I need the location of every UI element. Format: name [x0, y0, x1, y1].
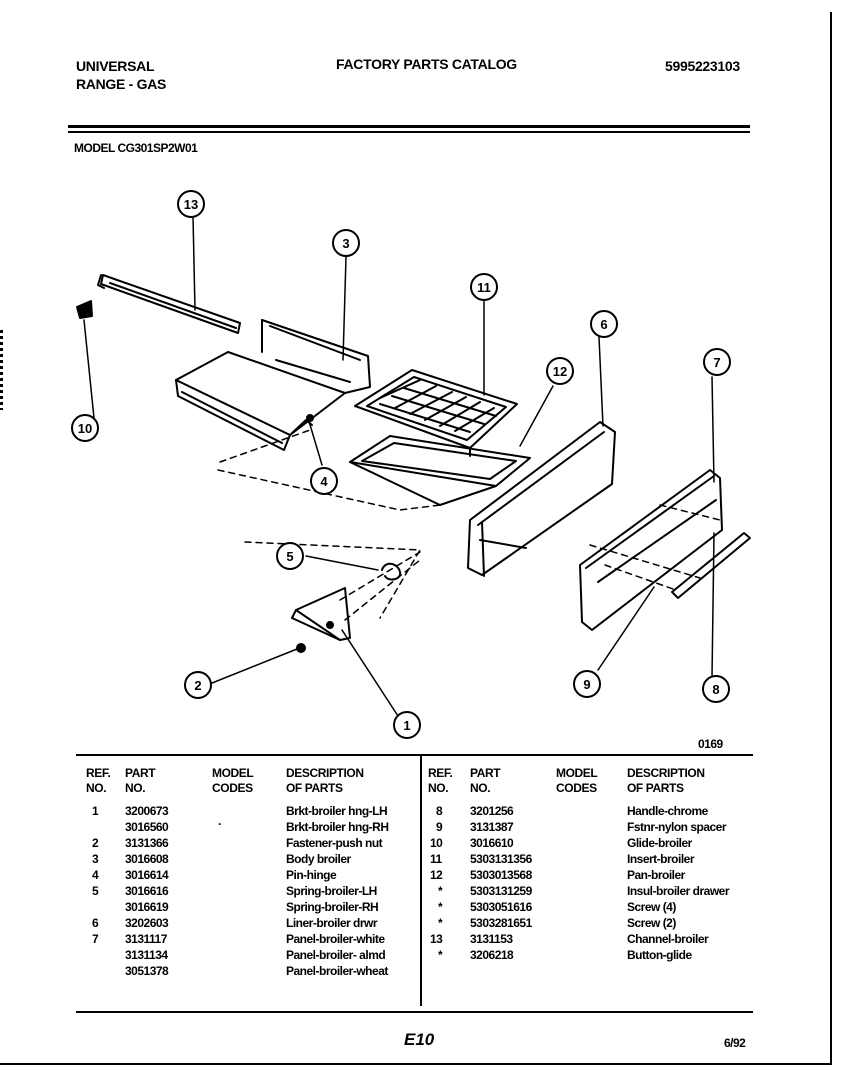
callout-10: 10: [78, 421, 92, 436]
callout-3: 3: [342, 236, 349, 251]
page-bottom-border: [0, 1063, 832, 1065]
table-center-divider: [420, 756, 422, 1006]
body-broiler-part: [175, 319, 371, 451]
brand-line-1: UNIVERSAL: [76, 58, 155, 74]
glide-broiler-part: [76, 300, 93, 319]
header-rule-thin: [68, 131, 750, 133]
catalog-number: 5995223103: [665, 58, 740, 74]
channel-broiler-part: [97, 274, 241, 334]
callout-5: 5: [286, 549, 293, 564]
header-rule-thick: [68, 125, 750, 128]
model-label: MODEL CG301SP2W01: [74, 141, 198, 155]
brand-line-2: RANGE - GAS: [76, 76, 167, 92]
callout-4: 4: [320, 474, 328, 489]
header-part-no-left: PART NO.: [125, 766, 156, 795]
callout-6: 6: [600, 317, 607, 332]
figure-number: 0169: [698, 737, 723, 751]
header-description-left: DESCRIPTION OF PARTS: [286, 766, 364, 795]
header-ref-no-right: REF. NO.: [428, 766, 453, 795]
callout-7: 7: [713, 355, 720, 370]
callout-1: 1: [403, 718, 410, 733]
bracket-broiler-part: [291, 587, 351, 641]
binding-edge-marks: [0, 330, 3, 410]
header-description-right: DESCRIPTION OF PARTS: [627, 766, 705, 795]
handle-chrome-part: [671, 532, 751, 599]
page-right-border: [830, 12, 832, 1064]
callout-13: 13: [184, 197, 198, 212]
callout-2: 2: [194, 678, 201, 693]
liner-broiler-drawer-part: [467, 421, 616, 577]
panel-broiler-part: [579, 469, 723, 631]
page-code: E10: [404, 1030, 435, 1049]
header-model-codes-right: MODEL CODES: [556, 766, 598, 795]
header-model-codes-left: MODEL CODES: [212, 766, 254, 795]
callout-11: 11: [477, 280, 491, 295]
callouts: [71, 190, 731, 739]
revision-date: 6/92: [724, 1036, 746, 1050]
header-ref-no-left: REF. NO.: [86, 766, 111, 795]
callout-9: 9: [583, 677, 590, 692]
insert-broiler-part: [354, 369, 518, 457]
callout-12: 12: [553, 364, 567, 379]
header-part-no-right: PART NO.: [470, 766, 501, 795]
model-code-dot: .: [218, 814, 221, 828]
table-top-rule: [76, 754, 753, 756]
catalog-title: FACTORY PARTS CATALOG: [336, 56, 517, 72]
callout-8: 8: [712, 682, 719, 697]
push-nut-part: [296, 643, 306, 653]
spring-broiler-part: [381, 562, 402, 581]
table-bottom-rule: [76, 1011, 753, 1013]
